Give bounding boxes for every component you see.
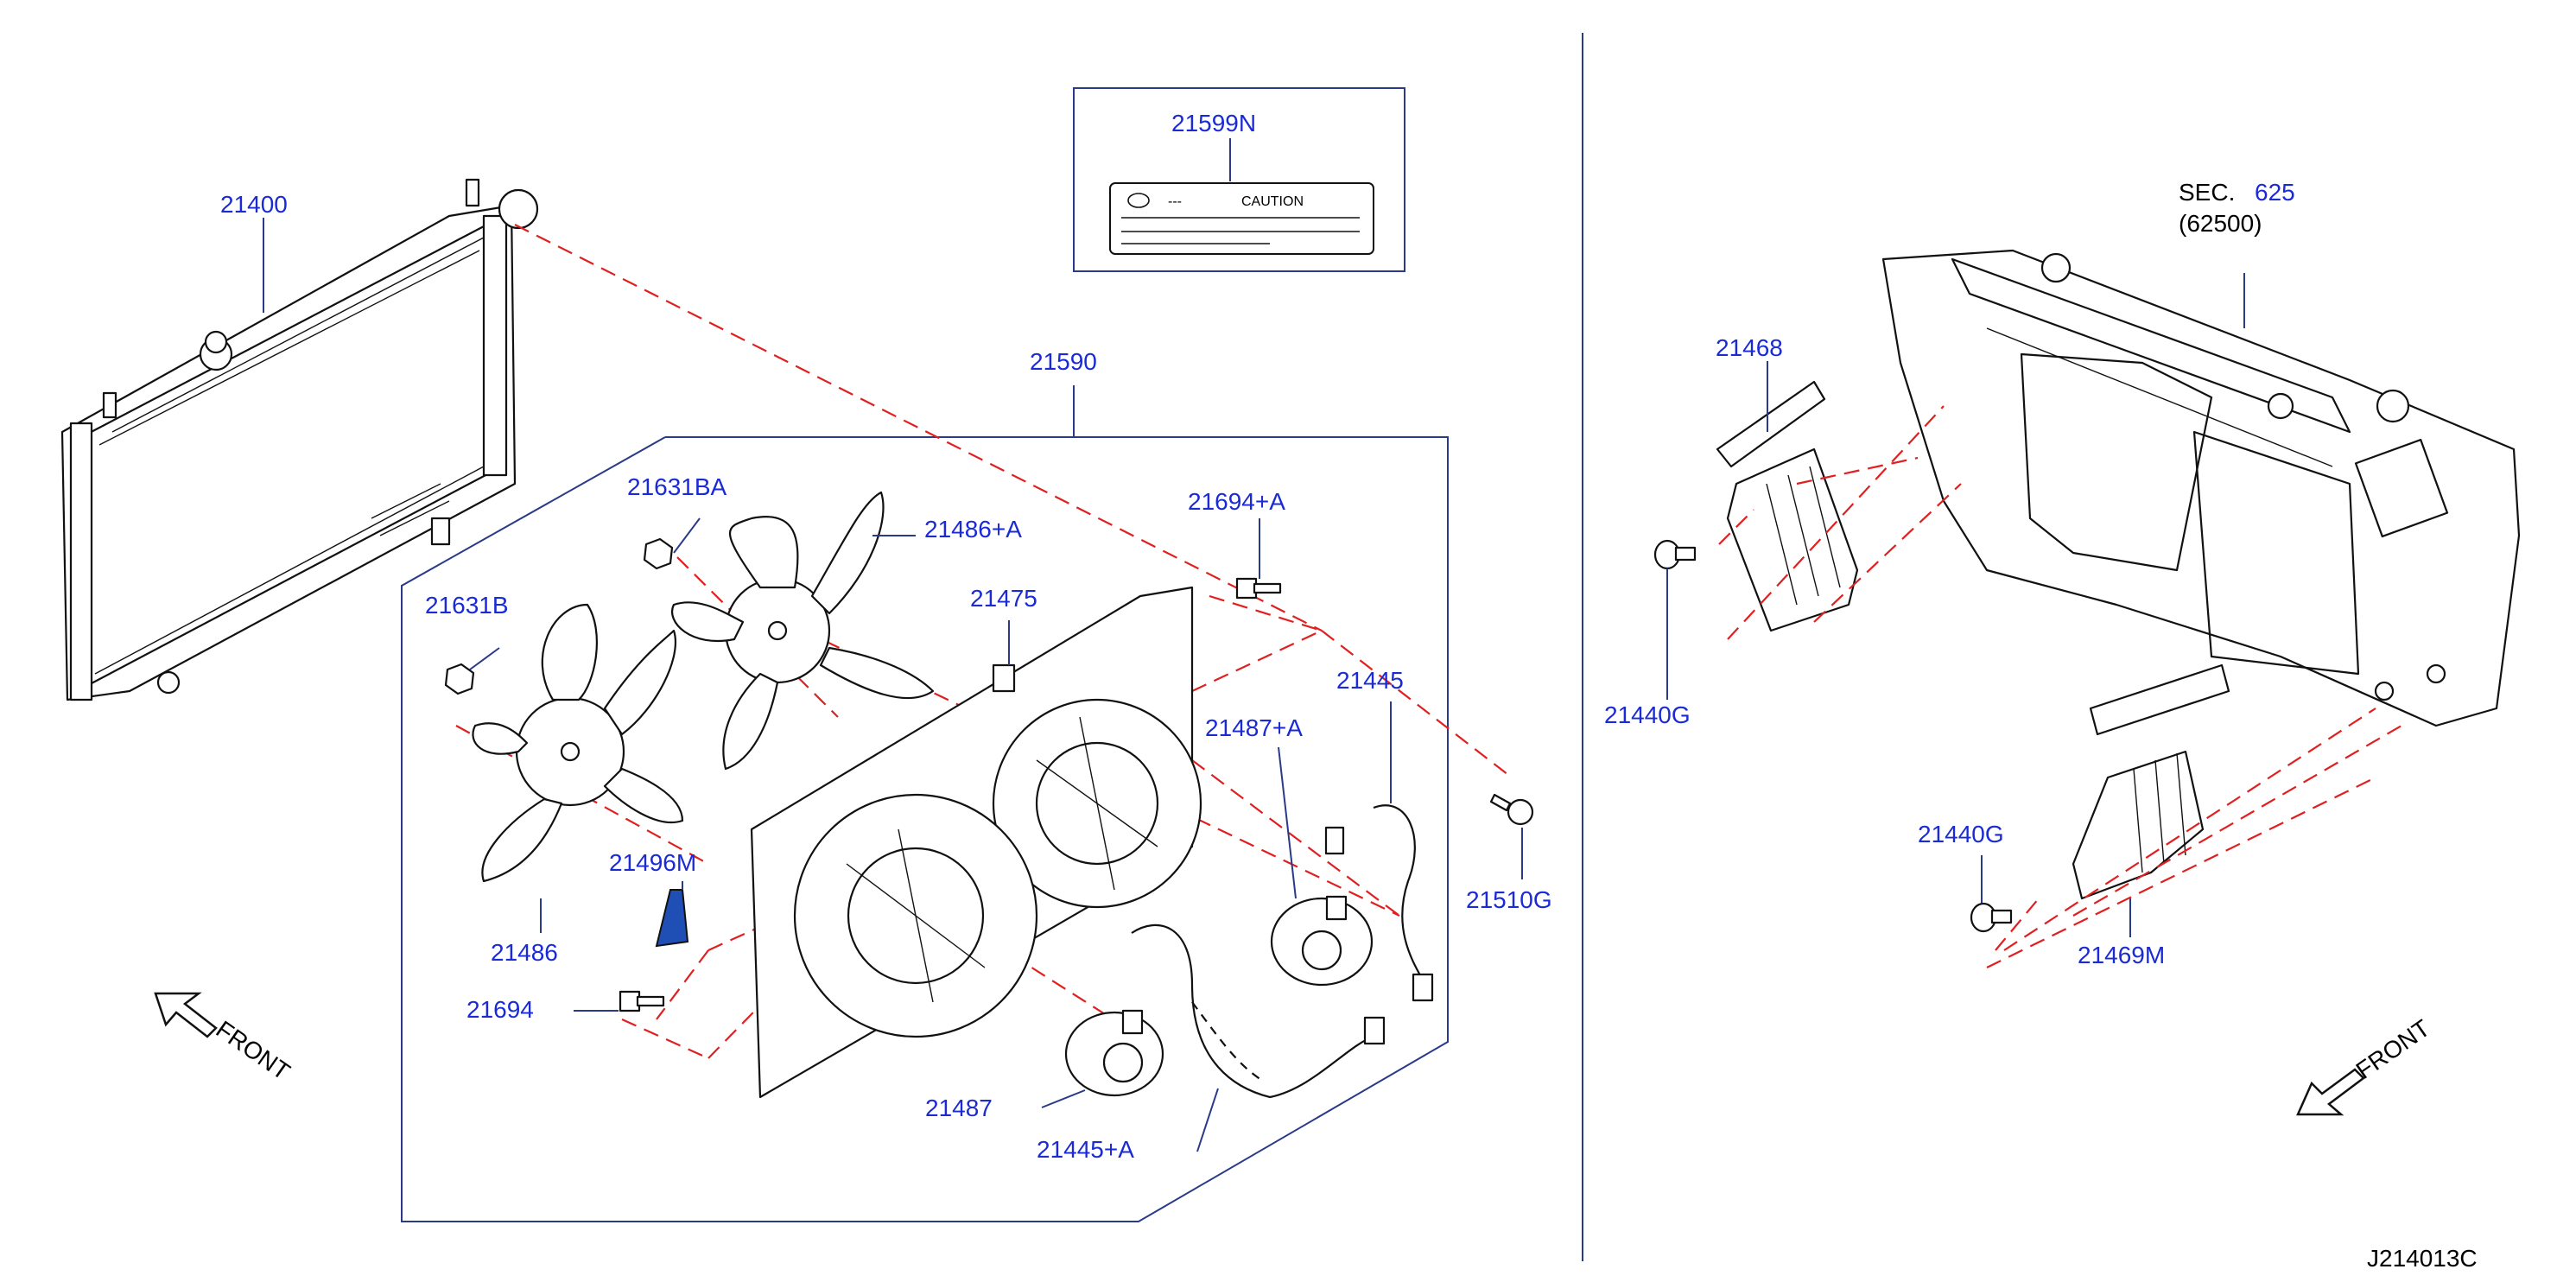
leader-21445A [1196,1088,1219,1152]
front-arrow-left-icon [154,992,218,1038]
caution-dashes: --- [1168,194,1182,209]
caution-label-frame [1073,87,1405,272]
nut-21631BA-drawing [643,537,674,570]
label-21486: 21486 [491,939,558,966]
label-21440G-top: 21440G [1604,701,1691,728]
sec-code: (62500) [2179,210,2262,237]
harness-21445-drawing [1324,804,1434,1002]
caution-label-drawing [1109,182,1374,255]
label-21631BA: 21631BA [627,473,727,500]
stopper-21496M-drawing [655,889,689,948]
label-21486A: 21486+A [924,516,1022,543]
fan-lower-drawing [472,603,684,883]
label-21468: 21468 [1716,334,1783,361]
label-21694A: 21694+A [1188,488,1285,515]
motor-21487-drawing [1064,1009,1164,1097]
front-label-right: FRONT [2351,1014,2435,1084]
label-21440G-bottom: 21440G [1918,821,2004,847]
fan-upper-drawing [671,491,935,771]
motor-21487A-drawing [1270,895,1374,987]
bolt-21694-drawing [619,990,665,1012]
diagram-id: J214013C [2367,1245,2478,1272]
label-21475: 21475 [970,585,1037,612]
label-21510G: 21510G [1466,886,1552,913]
leader-21487 [1041,1089,1086,1108]
label-21445: 21445 [1336,667,1404,694]
clip-21440G-bottom-drawing [1970,902,2013,933]
core-support-drawing [1881,249,2521,727]
label-21590: 21590 [1030,348,1097,375]
leader-21631B [469,647,500,670]
fan-assembly-frame [401,436,1449,1222]
sec-number: 625 [2255,179,2295,206]
screw-21510G-drawing [1489,793,1534,826]
air-guide-21468-drawing [1716,380,1859,632]
label-21487: 21487 [925,1095,993,1121]
caution-word: CAUTION [1241,194,1304,209]
leader-21631BA [673,517,701,554]
nut-21631B-drawing [444,663,475,695]
guide-lines-right [1718,405,2402,968]
label-21631B: 21631B [425,592,509,619]
label-21599N: 21599N [1171,110,1256,136]
label-21694: 21694 [466,996,534,1023]
leader-21487A [1278,746,1297,899]
label-21400: 21400 [220,191,288,218]
clip-21440G-top-drawing [1653,539,1697,570]
sec-prefix: SEC. [2179,179,2235,206]
fan-shroud-drawing [750,586,1202,1099]
label-21496M: 21496M [609,849,696,876]
air-guide-21469M-drawing [2072,663,2230,900]
label-21487A: 21487+A [1205,714,1303,741]
front-label-left: FRONT [212,1016,295,1086]
bolt-21694A-drawing [1235,577,1282,600]
label-21445A: 21445+A [1037,1136,1134,1163]
harness-21445A-drawing [1131,923,1386,1099]
front-arrow-right-icon [2296,1068,2365,1116]
radiator-drawing [60,178,539,701]
label-21469M: 21469M [2078,942,2165,968]
